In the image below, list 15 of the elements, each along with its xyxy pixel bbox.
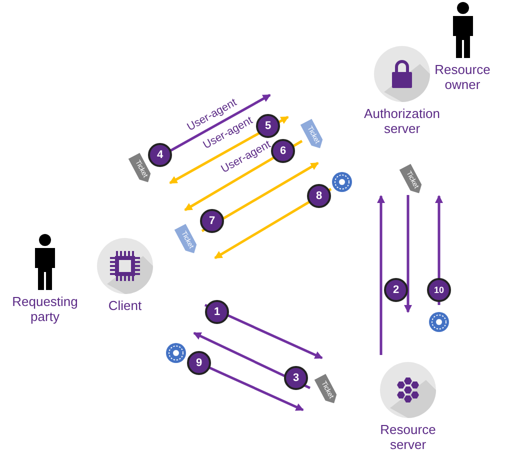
step-number-badge: 5 [256,114,280,138]
step-number-badge: 8 [307,184,331,208]
node-label: Resource owner [434,62,492,92]
step-number-badge: 2 [384,278,408,302]
step-number-badge: 1 [205,300,229,324]
node-label: Authorization server [363,106,441,136]
node-label: Client [108,298,142,313]
step-number-badge: 9 [187,351,211,375]
step-number-badge: 10 [427,278,451,302]
step-number-badge: 6 [271,139,295,163]
step-number-badge: 7 [200,209,224,233]
node-label: Requesting party [11,294,79,324]
step-number-badge: 3 [284,366,308,390]
node-label: Resource server [379,422,437,452]
step-number-badge: 4 [148,143,172,167]
